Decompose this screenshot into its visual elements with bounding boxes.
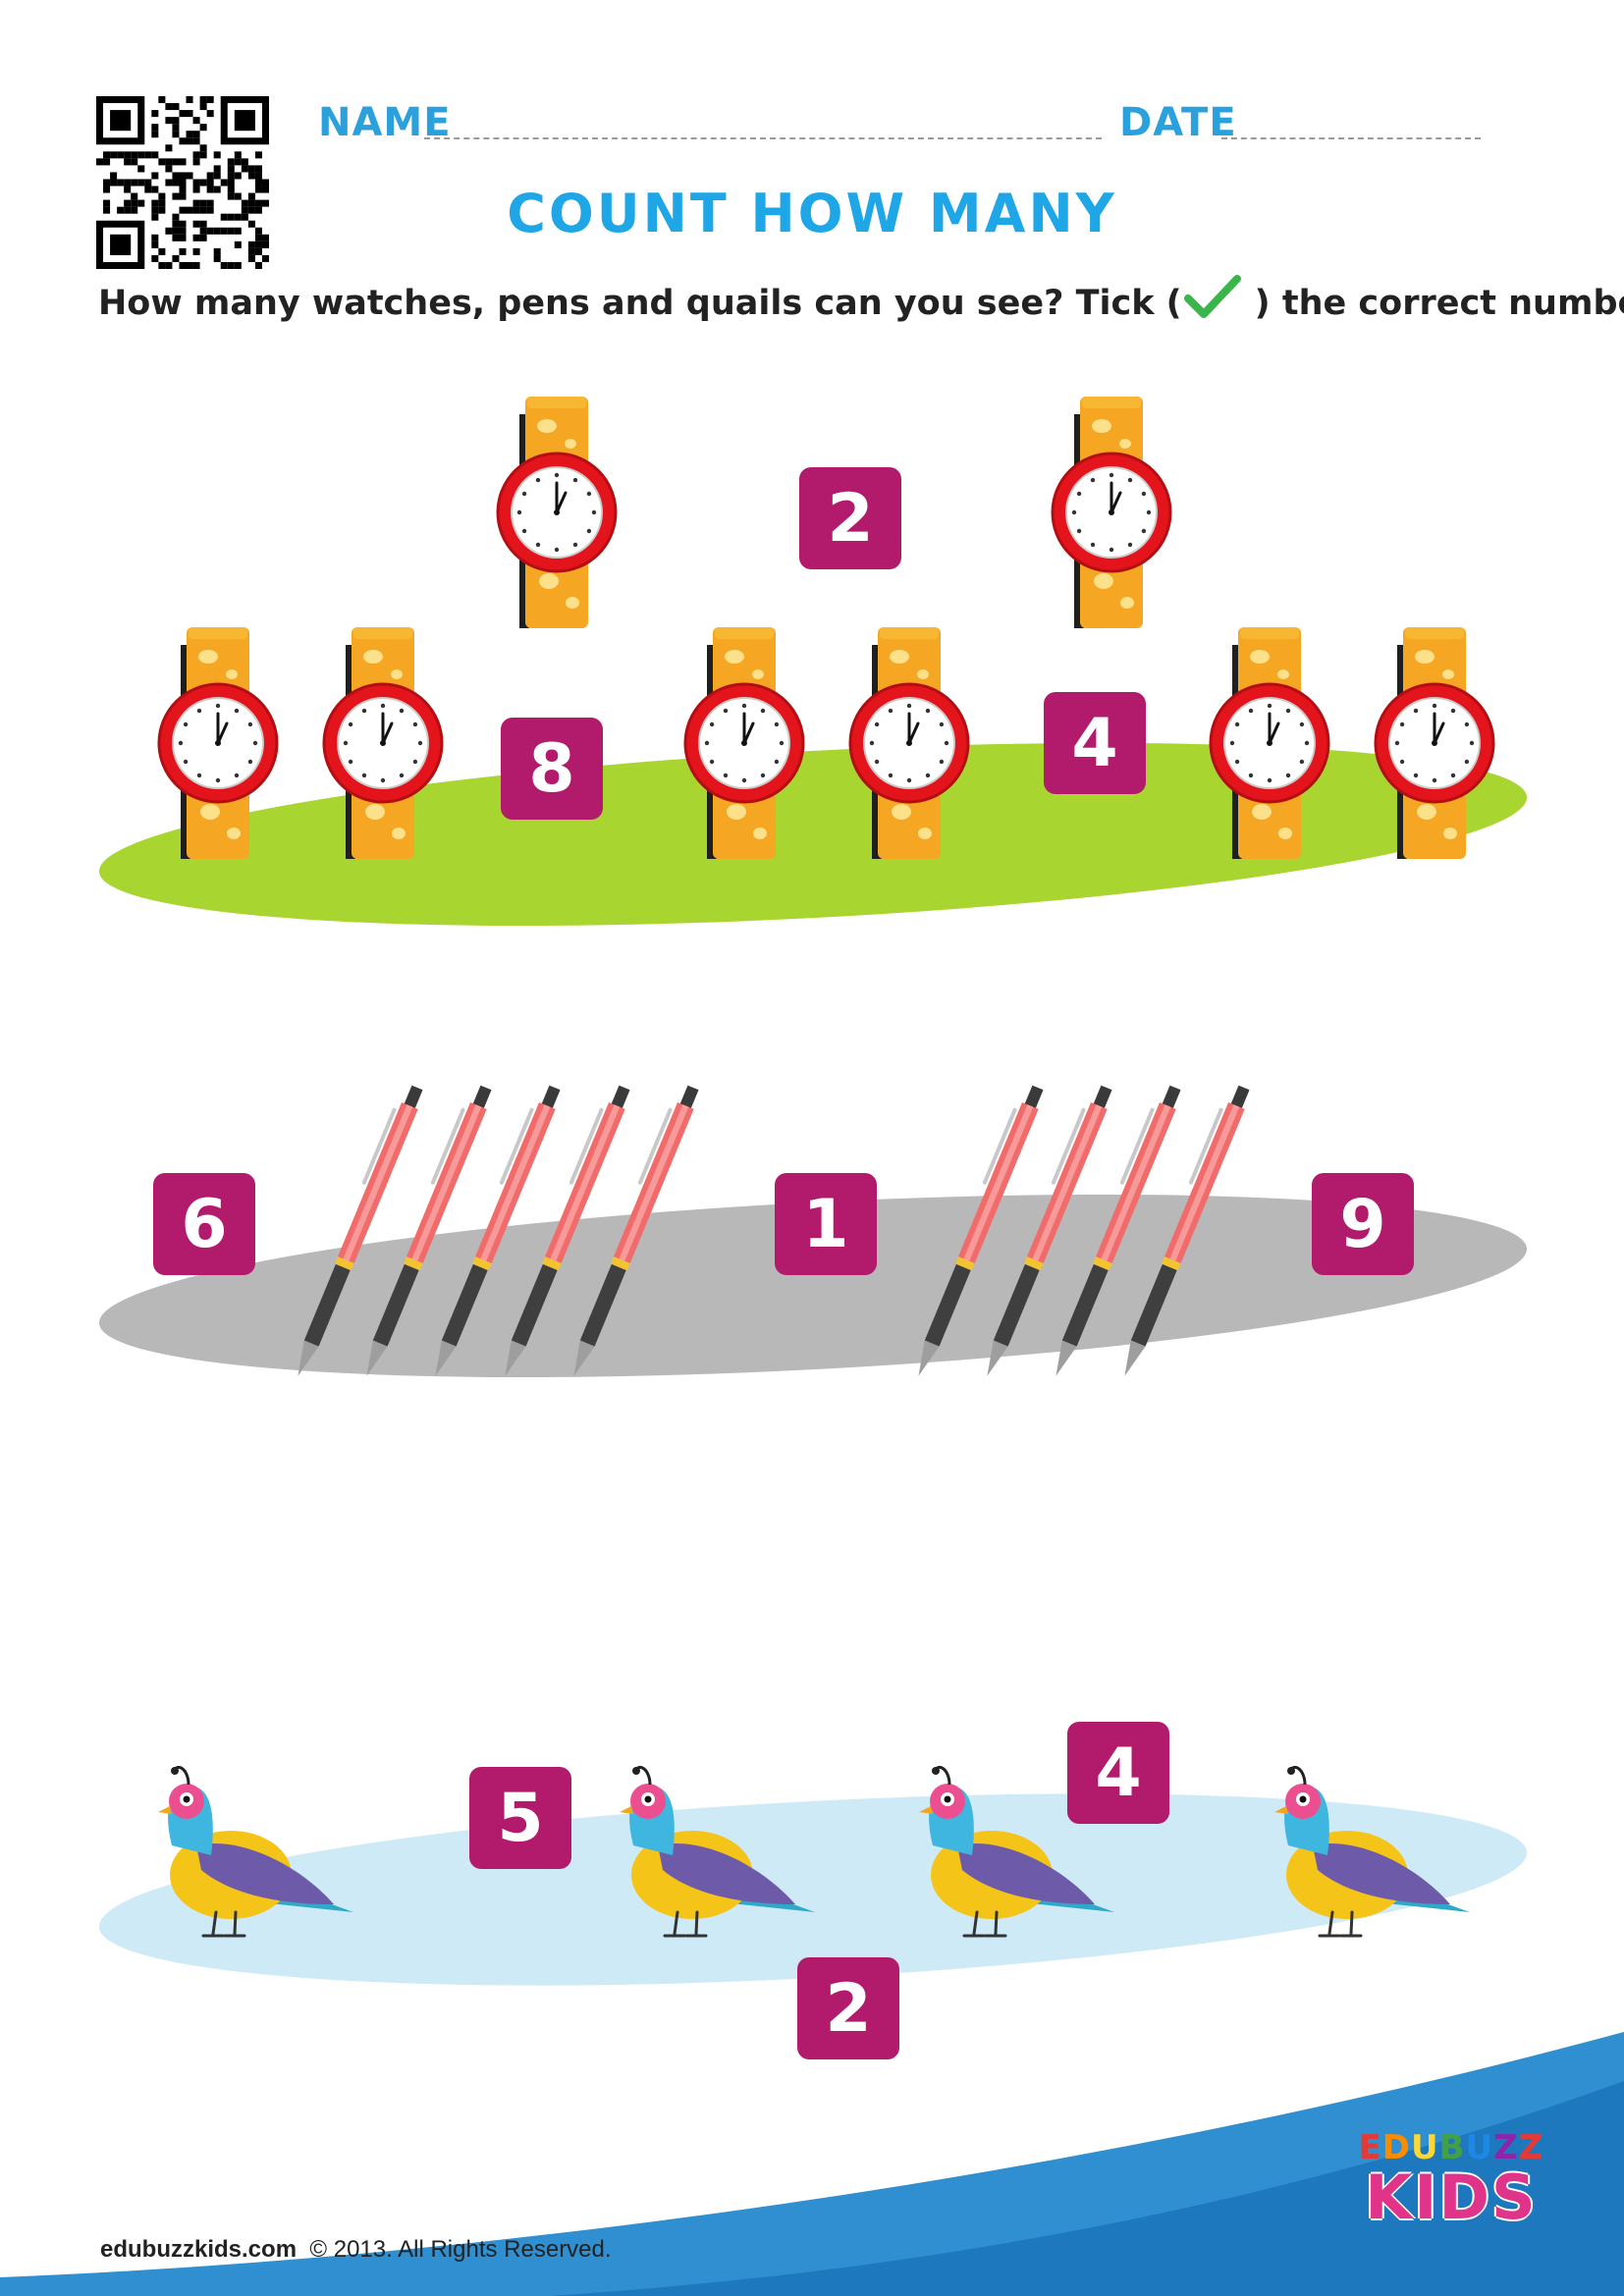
pen-icon bbox=[573, 1085, 699, 1376]
footer-site: edubuzzkids.com bbox=[100, 2236, 298, 2263]
pens-option-2[interactable]: 1 bbox=[775, 1173, 877, 1275]
instruction-text: How many watches, pens and quails can yo… bbox=[98, 273, 1624, 323]
pen-icon bbox=[366, 1085, 492, 1376]
watches-option-3[interactable]: 4 bbox=[1044, 692, 1146, 794]
instruction-part-2: ) the correct number. bbox=[1254, 284, 1624, 323]
pens-option-1[interactable]: 6 bbox=[153, 1173, 255, 1275]
qr-code-icon bbox=[96, 96, 269, 269]
wristwatch-icon bbox=[496, 397, 618, 628]
wristwatch-icon bbox=[157, 627, 279, 859]
quail-bird-icon bbox=[620, 1766, 815, 1938]
pen-icon bbox=[918, 1085, 1044, 1376]
page-title: COUNT HOW MANY bbox=[507, 183, 1117, 244]
pen-icon bbox=[987, 1085, 1112, 1376]
brand-logo-line1: EDUBUZZ bbox=[1358, 2128, 1544, 2167]
watches-option-2[interactable]: 8 bbox=[501, 718, 603, 820]
pen-icon bbox=[298, 1085, 423, 1376]
footer-copyright: edubuzzkids.com © 2013. All Rights Reser… bbox=[100, 2236, 612, 2264]
quail-bird-icon bbox=[1274, 1766, 1470, 1938]
footer-copyright-text: © 2013. All Rights Reserved. bbox=[309, 2236, 612, 2263]
wristwatch-icon bbox=[1209, 627, 1330, 859]
quails-option-3[interactable]: 2 bbox=[797, 1957, 899, 2059]
footer-wave-light bbox=[550, 2081, 1624, 2296]
name-line[interactable] bbox=[424, 137, 1102, 139]
quails-option-1[interactable]: 5 bbox=[469, 1767, 571, 1869]
brand-logo-line2: KIDS bbox=[1365, 2162, 1538, 2233]
pen-icon bbox=[435, 1085, 561, 1376]
pens-option-3[interactable]: 9 bbox=[1312, 1173, 1414, 1275]
instruction-part-1: How many watches, pens and quails can yo… bbox=[98, 284, 1182, 323]
watches-option-1[interactable]: 2 bbox=[799, 467, 901, 569]
check-mark-icon bbox=[1182, 273, 1241, 318]
wristwatch-icon bbox=[1051, 397, 1172, 628]
date-line[interactable] bbox=[1221, 137, 1481, 139]
wristwatch-icon bbox=[322, 627, 444, 859]
brand-logo: EDUBUZZ KIDS bbox=[1353, 2128, 1549, 2228]
quail-bird-icon bbox=[158, 1766, 353, 1938]
quails-option-2[interactable]: 4 bbox=[1067, 1722, 1169, 1824]
pen-icon bbox=[1056, 1085, 1181, 1376]
quail-bird-icon bbox=[919, 1766, 1114, 1938]
grass-patch bbox=[98, 742, 1528, 927]
water-pond bbox=[98, 1793, 1528, 1986]
pen-icon bbox=[1124, 1085, 1250, 1376]
date-label: DATE bbox=[1119, 100, 1237, 145]
wristwatch-icon bbox=[848, 627, 970, 859]
wristwatch-icon bbox=[1374, 627, 1495, 859]
wristwatch-icon bbox=[683, 627, 805, 859]
pen-icon bbox=[505, 1085, 630, 1376]
